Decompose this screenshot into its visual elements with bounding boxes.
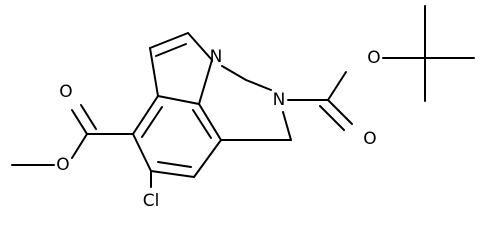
atom-label-chloro: Cl	[143, 191, 160, 211]
methyl-ester-group	[11, 104, 134, 166]
benzene-ring	[132, 95, 222, 178]
bond-c5-c6	[150, 170, 195, 178]
bond-c3a-c4-double	[141, 106, 163, 138]
saturated-ring	[220, 65, 292, 141]
bond-n-ch2	[221, 65, 247, 81]
bond-ccarbonyl-ocarbonyl-double	[319, 105, 345, 131]
bond-c4-c5	[132, 133, 152, 172]
bond-c2-c3a	[149, 47, 159, 97]
atom-label-o-ester-ether: O	[56, 155, 69, 175]
pyrrole-ring	[149, 32, 213, 105]
bond-n-c8a	[198, 59, 213, 105]
bond-c2-c3-double	[155, 43, 187, 57]
bond-c6-c7	[193, 139, 222, 178]
atom-label-n-pyrrole: N	[210, 47, 223, 67]
bond-cester-ocarbonyl-double	[80, 104, 97, 130]
chemical-structure-diagram: N N O O O O Cl	[11, 5, 475, 211]
bond-cester-oether	[71, 133, 88, 159]
bond-c3a-c4	[132, 95, 159, 135]
atom-label-o-ester-carbonyl: O	[59, 82, 72, 102]
atom-label-o-boc-carbonyl: O	[363, 129, 376, 149]
bond-ccarbonyl-ocarbonyl	[327, 99, 353, 125]
bond-ncarb-ch2	[282, 111, 292, 141]
bond-c3a-c8a	[157, 95, 200, 105]
bond-c2-c3	[149, 32, 189, 49]
bond-c7-c8a-double	[192, 109, 212, 139]
bond-c5-c6-double	[157, 161, 192, 168]
atom-labels: N N O O O O Cl	[56, 47, 380, 211]
bond-c7-c8a	[198, 103, 222, 141]
bond-ch2-ncarb	[245, 79, 272, 91]
bond-ccarbonyl-oether	[327, 71, 347, 101]
bond-c3-n	[187, 32, 213, 61]
bond-cester-ocarbonyl	[71, 109, 88, 135]
boc-group	[287, 5, 475, 131]
atom-label-n-carbamate: N	[273, 90, 286, 110]
atom-label-o-boc-ether: O	[367, 48, 380, 68]
